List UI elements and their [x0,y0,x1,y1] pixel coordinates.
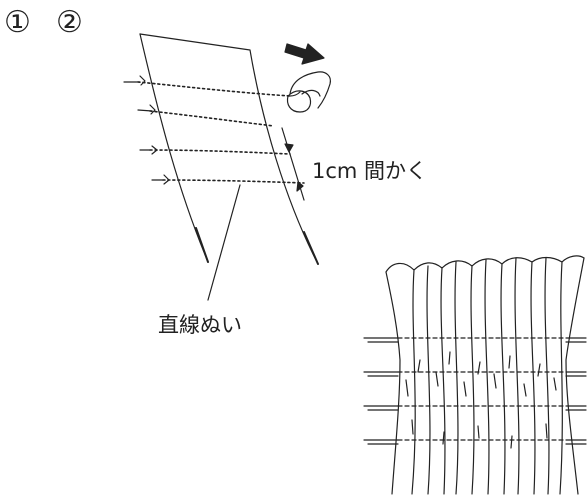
straight-stitch-leader-line [207,184,241,301]
pull-direction-arrow [284,43,325,65]
gathered-fabric [385,255,585,495]
gathered-stitch-lines [397,337,567,441]
thread-loops [123,75,301,185]
spacing-dimension [281,127,305,201]
step-number-2: ② [56,5,83,40]
hand-pulling-thread [286,71,331,113]
gathered-thread-ends [363,337,587,445]
straight-stitch-label: 直線ぬい [158,313,242,337]
spacing-label: 1cm 間かく [312,159,428,183]
basting-stitch-rows [137,81,305,184]
fabric-panel [139,33,319,265]
step-number-1: ① [4,5,31,40]
